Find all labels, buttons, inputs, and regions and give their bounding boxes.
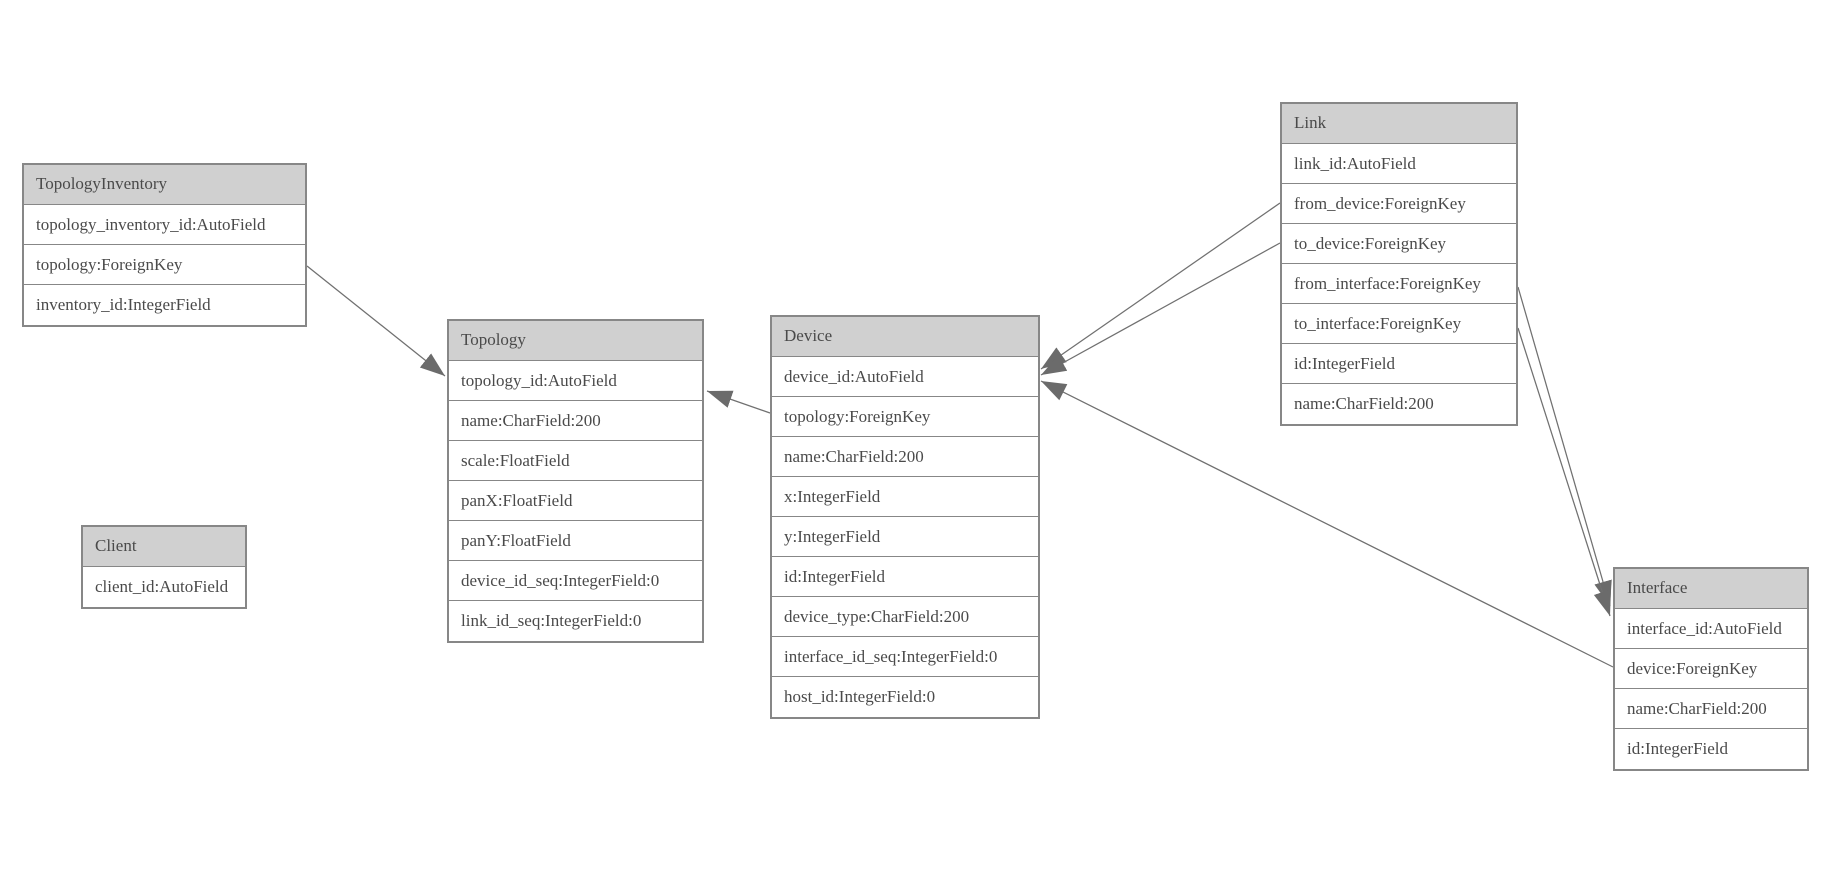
entity-field: y:IntegerField [772, 517, 1038, 557]
edge-link-from-device [1040, 202, 1281, 370]
entity-field: to_device:ForeignKey [1282, 224, 1516, 264]
entity-field: id:IntegerField [1615, 729, 1807, 769]
entity-field: to_interface:ForeignKey [1282, 304, 1516, 344]
edge-link-to-device [1040, 242, 1281, 376]
entity-field: name:CharField:200 [1615, 689, 1807, 729]
entity-title: Topology [449, 321, 702, 361]
entity-field: device_id_seq:IntegerField:0 [449, 561, 702, 601]
edge-device-topology [706, 390, 771, 414]
edge-link-to-interface [1517, 327, 1611, 617]
entity-field: device_type:CharField:200 [772, 597, 1038, 637]
entity-title: Link [1282, 104, 1516, 144]
entity-title: Client [83, 527, 245, 567]
entity-field: id:IntegerField [772, 557, 1038, 597]
entity-title: Interface [1615, 569, 1807, 609]
edge-topologyinventory-topology [306, 265, 446, 377]
entity-field: name:CharField:200 [1282, 384, 1516, 424]
entity-field: device_id:AutoField [772, 357, 1038, 397]
entity-field: scale:FloatField [449, 441, 702, 481]
entity-field: link_id_seq:IntegerField:0 [449, 601, 702, 641]
entity-field: interface_id:AutoField [1615, 609, 1807, 649]
entity-field: x:IntegerField [772, 477, 1038, 517]
edge-link-from-interface [1517, 286, 1612, 607]
entity-field: panX:FloatField [449, 481, 702, 521]
entity-field: interface_id_seq:IntegerField:0 [772, 637, 1038, 677]
entity-field: inventory_id:IntegerField [24, 285, 305, 325]
entity-field: link_id:AutoField [1282, 144, 1516, 184]
entity-field: id:IntegerField [1282, 344, 1516, 384]
entity-field: client_id:AutoField [83, 567, 245, 607]
entity-field: from_device:ForeignKey [1282, 184, 1516, 224]
entity-field: topology:ForeignKey [772, 397, 1038, 437]
entity-field: from_interface:ForeignKey [1282, 264, 1516, 304]
entity-field: topology_id:AutoField [449, 361, 702, 401]
entity-title: Device [772, 317, 1038, 357]
entity-field: name:CharField:200 [449, 401, 702, 441]
entity-field: device:ForeignKey [1615, 649, 1807, 689]
entity-field: name:CharField:200 [772, 437, 1038, 477]
entity-field: topology:ForeignKey [24, 245, 305, 285]
entity-title: TopologyInventory [24, 165, 305, 205]
entity-field: panY:FloatField [449, 521, 702, 561]
entity-field: host_id:IntegerField:0 [772, 677, 1038, 717]
entity-field: topology_inventory_id:AutoField [24, 205, 305, 245]
